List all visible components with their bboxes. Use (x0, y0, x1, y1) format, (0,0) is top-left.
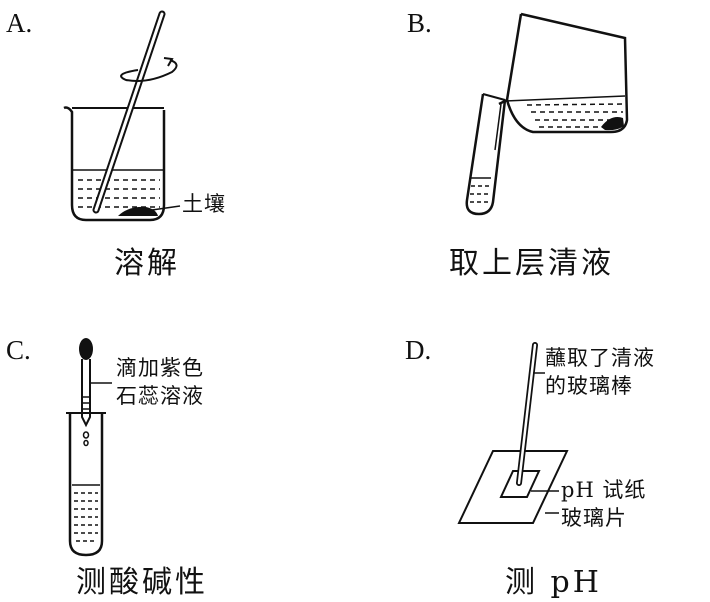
litmus-test-illustration (66, 338, 112, 557)
soil-label: 土壤 (182, 192, 226, 216)
panel-c-letter: C. (6, 335, 31, 365)
beaker-dissolve-illustration (63, 10, 181, 222)
drop (82, 431, 90, 439)
dropper-tube (81, 359, 91, 428)
panel-a-caption: 溶解 (114, 246, 180, 281)
ph-paper (499, 470, 541, 498)
panel-c-caption: 测酸碱性 (76, 565, 208, 600)
panel-a-letter: A. (6, 8, 33, 38)
panel-b-letter: B. (407, 8, 432, 38)
glass-slide (457, 450, 569, 524)
test-tube (68, 413, 104, 557)
rod-label-line2: 的玻璃棒 (545, 374, 633, 398)
soil-deposit (118, 206, 158, 216)
tilted-beaker (498, 12, 629, 134)
stir-arrow-icon (120, 59, 178, 82)
ph-paper-label: pH 试纸 (561, 478, 647, 502)
panel-c: C. 滴加紫色 石蕊溶液 测酸碱性 (0, 301, 355, 602)
dropper-bulb (79, 338, 93, 360)
panel-b-caption: 取上层清液 (449, 246, 614, 281)
beaker-body (63, 106, 166, 222)
reagent-label-line1: 滴加紫色 (116, 356, 204, 380)
rod-label-line1: 蘸取了清液 (545, 346, 655, 370)
soil-leader-line (151, 205, 181, 211)
beaker-liquid-surface (504, 95, 626, 102)
panel-d-letter: D. (405, 335, 432, 365)
reagent-label-line2: 石蕊溶液 (116, 384, 204, 408)
beaker-sediment (601, 117, 624, 131)
panel-d: D. 蘸取了清液 的玻璃棒 pH 试纸 玻璃片 测 pH (355, 301, 710, 602)
liquid-dashes (78, 179, 160, 208)
pour-supernatant-illustration (465, 12, 629, 216)
panel-b: B. 取上层清液 (355, 0, 710, 301)
panel-a: A. 土壤 溶解 (0, 0, 355, 301)
glass-slide-label: 玻璃片 (561, 506, 627, 530)
panel-d-caption: 测 pH (505, 565, 602, 600)
pour-stream (494, 103, 502, 151)
ph-test-illustration (457, 342, 569, 524)
test-tube (465, 93, 507, 216)
